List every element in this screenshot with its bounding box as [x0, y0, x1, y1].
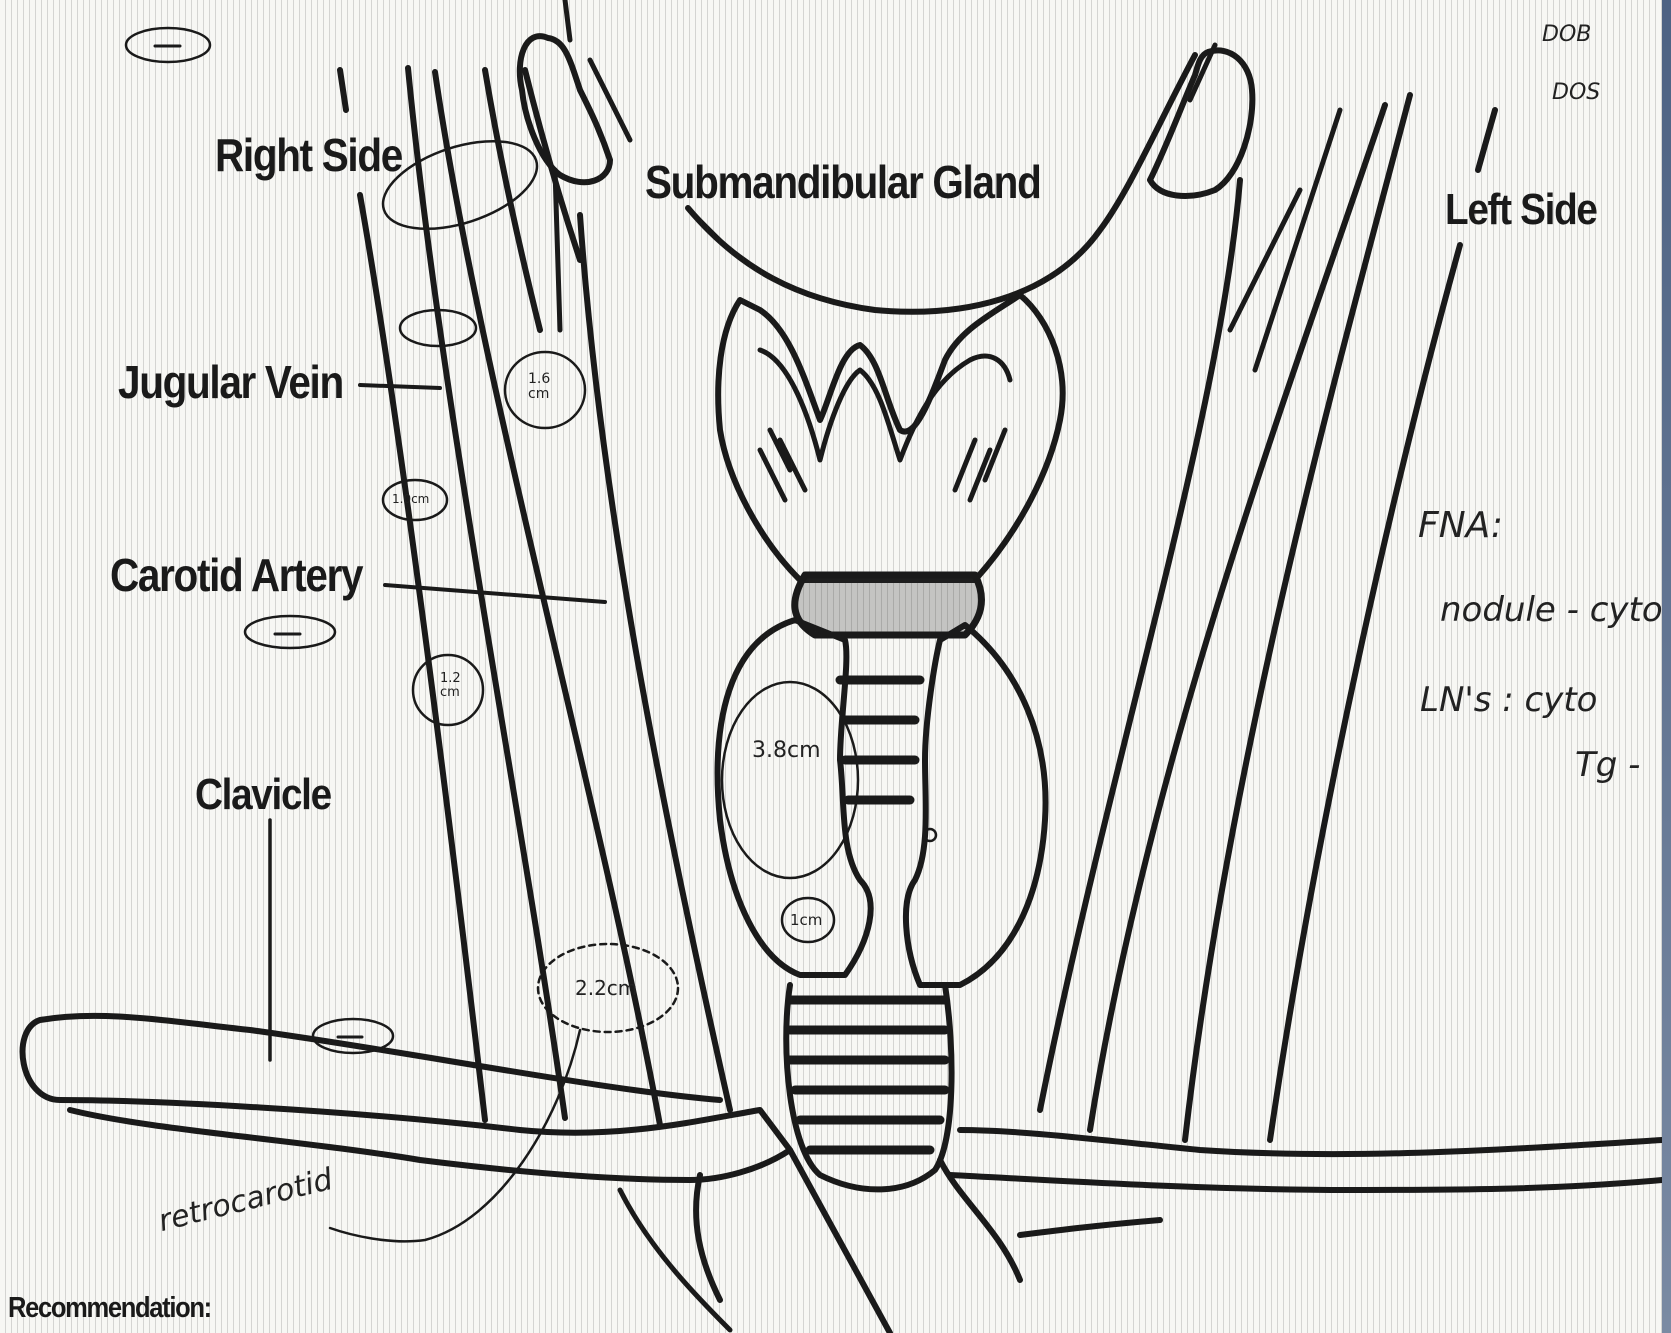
measurement-2-2: 2.2cm [575, 976, 637, 1000]
label-jugular-vein: Jugular Vein [118, 355, 343, 409]
nodule-3-8-circle [722, 682, 858, 878]
thyroid-left-lobe [906, 625, 1046, 985]
right-muscle-line-1 [340, 70, 346, 110]
label-right-side: Right Side [215, 128, 402, 182]
neg-oval-mid [245, 616, 335, 648]
label-left-side: Left Side [1445, 185, 1597, 235]
label-carotid-artery: Carotid Artery [110, 548, 362, 602]
measurement-1cm: 1cm [790, 911, 822, 929]
right-muscle-line-4 [525, 70, 580, 260]
right-muscle-line-2 [360, 195, 485, 1120]
note-dos: DOS [1552, 80, 1600, 105]
window-edge [1662, 0, 1671, 1333]
note-tg: Tg - [1575, 745, 1640, 785]
right-clavicle [23, 1016, 790, 1180]
left-clavicle [950, 1130, 1662, 1190]
left-muscle-line-6 [1255, 110, 1340, 370]
note-fna: FNA: [1418, 505, 1503, 546]
cricoid-cartilage [795, 575, 982, 635]
measurement-1-6: 1.6 cm [528, 372, 568, 402]
note-dob: DOB [1542, 22, 1591, 47]
measurement-1-2: 1.2 cm [440, 672, 476, 700]
right-muscle-line-7 [565, 0, 570, 40]
measurement-3-8: 3.8cm [752, 738, 821, 763]
note-nodule: nodule - cyto [1440, 590, 1662, 630]
jugular-leader [360, 385, 440, 388]
note-lns: LN's : cyto [1420, 680, 1597, 720]
measurement-1-0: 1.0cm [392, 492, 429, 506]
label-recommendation: Recommendation: [8, 1292, 211, 1325]
label-submandibular-gland: Submandibular Gland [645, 155, 1041, 209]
left-muscle-line-1 [1478, 110, 1495, 170]
submandibular-leader [690, 210, 720, 240]
left-muscle-line-4 [1090, 105, 1385, 1130]
label-clavicle: Clavicle [195, 770, 331, 820]
